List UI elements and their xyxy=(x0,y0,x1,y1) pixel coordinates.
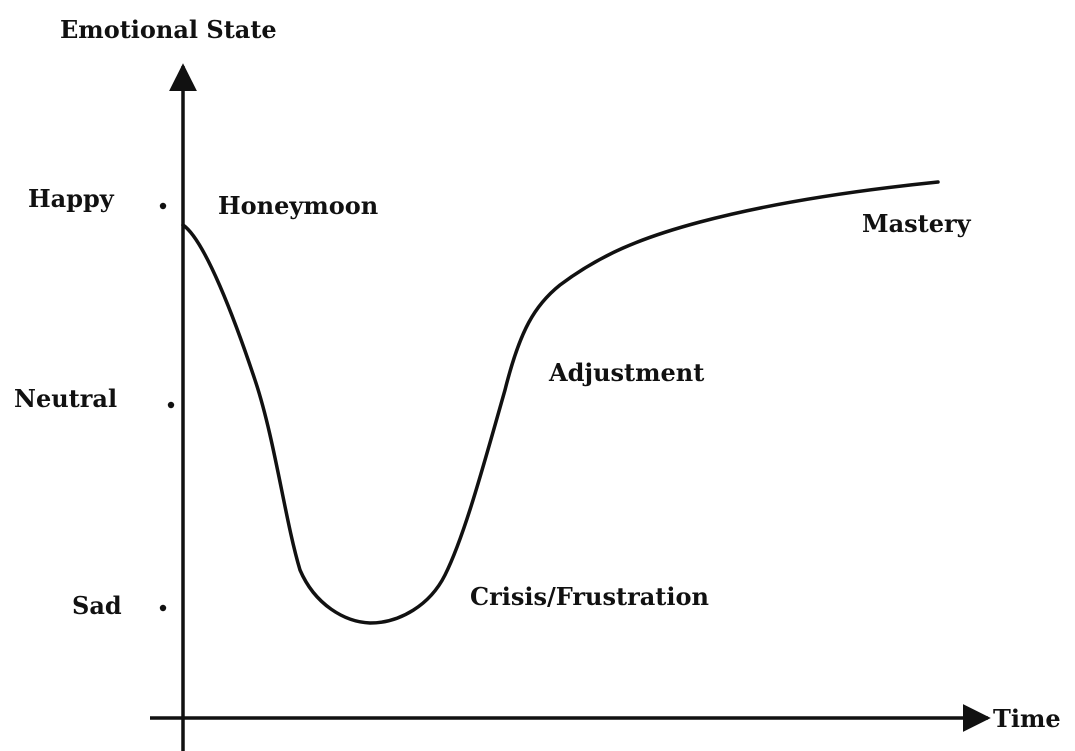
stage-label-crisis: Crisis/Frustration xyxy=(470,582,709,611)
x-axis-title: Time xyxy=(993,704,1061,733)
level-label-happy: Happy xyxy=(28,184,115,213)
stage-label-mastery: Mastery xyxy=(862,209,972,238)
stage-label-adjustment: Adjustment xyxy=(548,358,704,387)
stage-label-honeymoon: Honeymoon xyxy=(218,191,378,220)
level-marker-neutral xyxy=(167,401,175,409)
y-axis-title: Emotional State xyxy=(60,15,277,44)
emotion-curve xyxy=(181,180,940,625)
level-marker-sad xyxy=(159,604,167,612)
level-label-neutral: Neutral xyxy=(14,384,117,413)
level-label-sad: Sad xyxy=(72,591,122,620)
level-marker-happy xyxy=(159,202,167,210)
